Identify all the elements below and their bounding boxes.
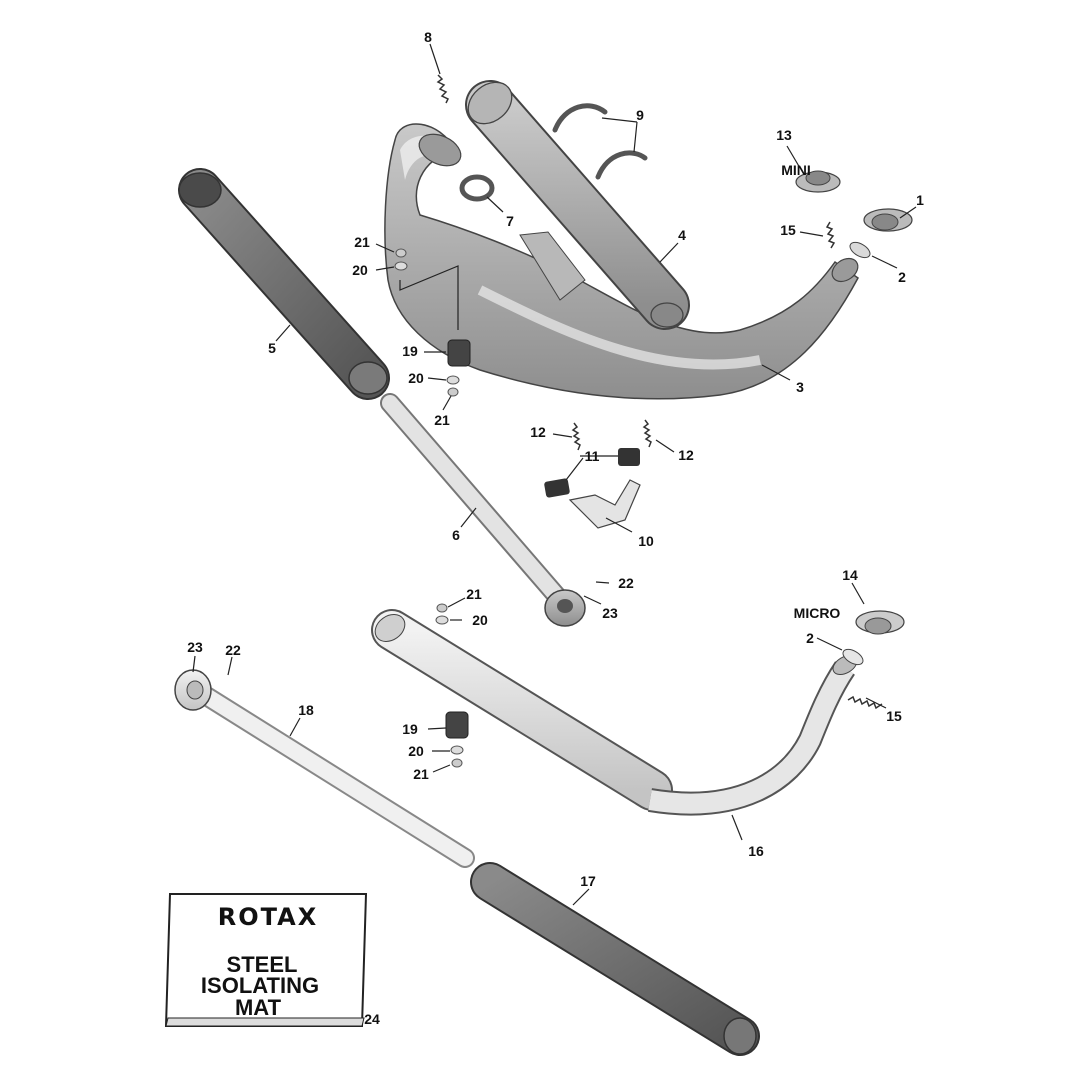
exhaust-pipe-body-part bbox=[384, 123, 859, 400]
clamp-part bbox=[595, 150, 648, 180]
nut-part bbox=[451, 758, 463, 768]
lower-sleeve-part bbox=[470, 862, 760, 1056]
seal-ring-part bbox=[459, 174, 495, 202]
label-8: 8 bbox=[424, 29, 432, 45]
spring-part bbox=[825, 221, 836, 249]
bumper-part bbox=[544, 478, 570, 498]
gasket-part bbox=[849, 241, 871, 259]
label-21: 21 bbox=[413, 766, 429, 782]
lower-rod-part bbox=[174, 669, 475, 868]
label-21: 21 bbox=[354, 234, 370, 250]
mat-line-steel: STEEL bbox=[227, 952, 298, 977]
spring-part bbox=[847, 695, 883, 710]
label-12: 12 bbox=[678, 447, 694, 463]
mat-line-mat: MAT bbox=[235, 995, 282, 1020]
spring-part bbox=[642, 419, 652, 448]
flange-micro-part bbox=[855, 610, 905, 635]
label-9: 9 bbox=[636, 107, 644, 123]
flange-part bbox=[863, 208, 913, 232]
label-20: 20 bbox=[352, 262, 368, 278]
label-22: 22 bbox=[225, 642, 241, 658]
variant-tag-mini: MINI bbox=[781, 162, 811, 178]
steel-isolating-mat-card: ROTAX STEEL ISOLATING MAT bbox=[164, 893, 368, 1027]
washer-part bbox=[446, 375, 460, 385]
spring-part bbox=[571, 422, 581, 451]
nut-part bbox=[447, 387, 459, 397]
muffler-canister-part bbox=[465, 80, 690, 330]
flange-mini-part bbox=[795, 170, 841, 193]
label-20: 20 bbox=[408, 370, 424, 386]
label-10: 10 bbox=[638, 533, 654, 549]
label-5: 5 bbox=[268, 340, 276, 356]
label-4: 4 bbox=[678, 227, 686, 243]
micro-exhaust-pipe-part bbox=[371, 609, 858, 816]
label-21: 21 bbox=[466, 586, 482, 602]
sleeve-tube-part bbox=[178, 168, 390, 400]
label-15: 15 bbox=[886, 708, 902, 724]
label-2: 2 bbox=[806, 630, 814, 646]
label-16: 16 bbox=[748, 843, 764, 859]
nut-part bbox=[395, 248, 407, 258]
nut-part bbox=[436, 603, 448, 613]
label-12: 12 bbox=[530, 424, 546, 440]
label-13: 13 bbox=[776, 127, 792, 143]
label-20: 20 bbox=[472, 612, 488, 628]
label-3: 3 bbox=[796, 379, 804, 395]
label-23: 23 bbox=[602, 605, 618, 621]
mat-brand-text: ROTAX bbox=[218, 903, 318, 931]
label-15: 15 bbox=[780, 222, 796, 238]
label-1: 1 bbox=[916, 192, 924, 208]
washer-part bbox=[450, 745, 464, 755]
upper-rod-part bbox=[380, 393, 586, 627]
washer-part bbox=[435, 615, 449, 625]
label-20: 20 bbox=[408, 743, 424, 759]
leader-lines bbox=[192, 43, 917, 906]
label-7: 7 bbox=[506, 213, 514, 229]
label-2: 2 bbox=[898, 269, 906, 285]
label-22: 22 bbox=[618, 575, 634, 591]
label-6: 6 bbox=[452, 527, 460, 543]
clamp-part bbox=[552, 103, 608, 133]
washer-part bbox=[394, 261, 408, 271]
label-11: 11 bbox=[585, 448, 600, 464]
label-14: 14 bbox=[842, 567, 858, 583]
label-23: 23 bbox=[187, 639, 203, 655]
label-21: 21 bbox=[434, 412, 450, 428]
variant-tag-micro: MICRO bbox=[794, 605, 841, 621]
spring-part bbox=[436, 74, 450, 104]
bracket-part bbox=[568, 479, 641, 529]
part-number-labels: 1 2 2 3 4 5 6 7 8 9 10 11 12 12 13 14 15… bbox=[187, 29, 924, 1027]
label-24: 24 bbox=[364, 1011, 380, 1027]
label-19: 19 bbox=[402, 343, 418, 359]
rubber-mount-part bbox=[445, 711, 469, 739]
gasket-part bbox=[842, 648, 864, 666]
bumper-part bbox=[618, 448, 640, 466]
label-18: 18 bbox=[298, 702, 314, 718]
rubber-mount-part bbox=[447, 339, 471, 367]
label-19: 19 bbox=[402, 721, 418, 737]
mat-line-isolating: ISOLATING bbox=[201, 973, 319, 998]
label-17: 17 bbox=[580, 873, 596, 889]
